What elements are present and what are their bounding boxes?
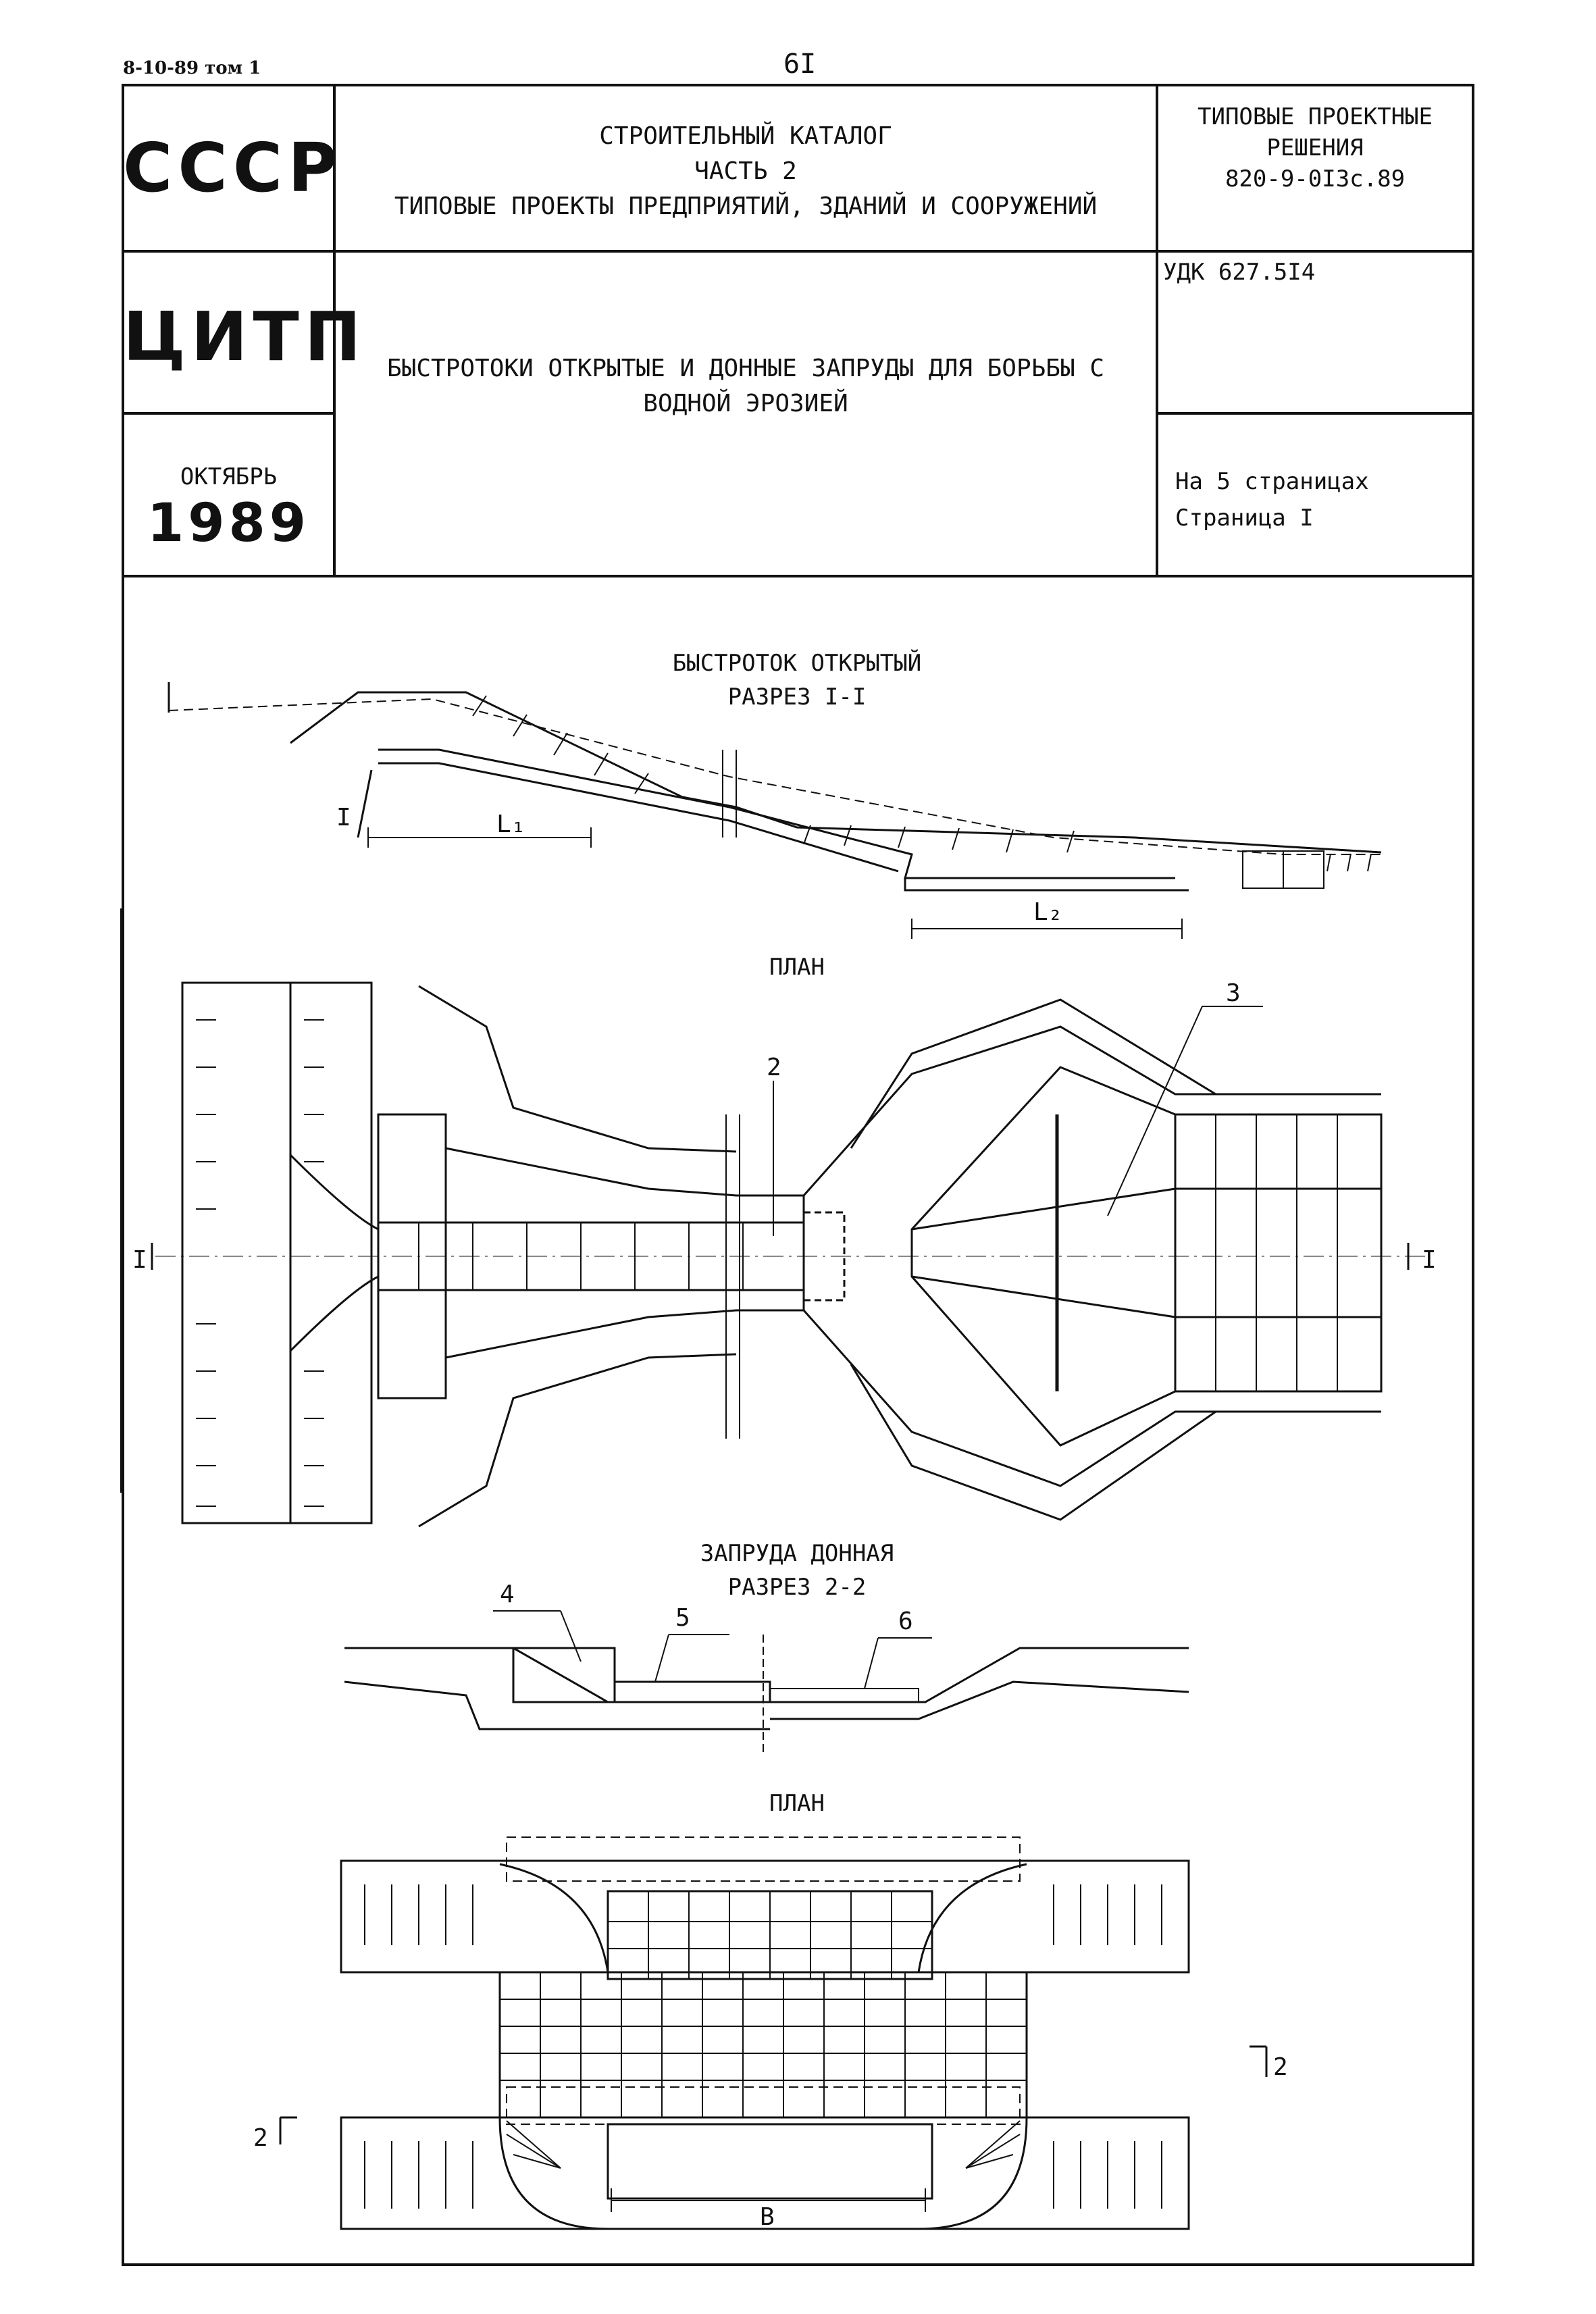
type-line-2: РЕШЕНИЯ	[1266, 134, 1364, 161]
org-ussr: СССР	[123, 128, 343, 207]
catalog-line-1: СТРОИТЕЛЬНЫЙ КАТАЛОГ	[599, 122, 892, 150]
section-mark-2-left: 2	[253, 2124, 268, 2152]
page-current: Страница I	[1175, 505, 1314, 532]
callout-4: 4	[500, 1580, 515, 1608]
drawing2-title: ПЛАН	[769, 954, 825, 981]
drawing3-section: РАЗРЕЗ 2-2	[727, 1574, 867, 1601]
drawing1-title: БЫСТРОТОК ОТКРЫТЫЙ	[672, 650, 922, 677]
callout-3: 3	[1226, 979, 1241, 1007]
document-title-line-1: БЫСТРОТОКИ ОТКРЫТЫЕ И ДОННЫЕ ЗАПРУДЫ ДЛЯ…	[386, 355, 1105, 382]
page-number: 6I	[783, 49, 817, 80]
drawing4-title: ПЛАН	[769, 1790, 825, 1817]
type-code: 820-9-0I3с.89	[1225, 165, 1406, 192]
dimension-b: В	[760, 2203, 775, 2231]
section-mark-2-right: 2	[1273, 2053, 1288, 2081]
volume-reference: 8-10-89 том 1	[123, 58, 261, 78]
section-mark-i: I	[336, 804, 351, 831]
section-2-2-drawing	[344, 1610, 1189, 1756]
callout-2: 2	[767, 1054, 781, 1081]
document-title: БЫСТРОТОКИ ОТКРЫТЫЕ И ДОННЫЕ ЗАПРУДЫ ДЛЯ…	[334, 351, 1157, 421]
section-1-1-drawing	[168, 682, 1382, 939]
pages-total: На 5 страницах	[1175, 468, 1369, 495]
plan-1-drawing	[120, 908, 1425, 1528]
catalog-line-2: ЧАСТЬ 2	[694, 157, 797, 185]
dimension-l1: L₁	[496, 811, 526, 838]
catalog-line-3: ТИПОВЫЕ ПРОЕКТЫ ПРЕДПРИЯТИЙ, ЗДАНИЙ И СО…	[394, 192, 1098, 220]
document-title-line-2: ВОДНОЙ ЭРОЗИЕЙ	[643, 390, 848, 417]
issue-year: 1989	[147, 493, 311, 554]
dimension-l2: L₂	[1033, 898, 1063, 926]
issue-month: ОКТЯБРЬ	[180, 463, 278, 490]
drawing3-title: ЗАПРУДА ДОННАЯ	[700, 1540, 894, 1567]
type-block: ТИПОВЫЕ ПРОЕКТНЫЕ РЕШЕНИЯ 820-9-0I3с.89	[1157, 101, 1473, 195]
plan-2-drawing	[279, 1836, 1268, 2230]
type-line-1: ТИПОВЫЕ ПРОЕКТНЫЕ	[1198, 103, 1433, 130]
callout-5: 5	[675, 1604, 690, 1632]
org-citp: ЦИТП	[123, 297, 367, 376]
udk-code: УДК 627.5I4	[1163, 259, 1316, 286]
section-mark-right: I	[1422, 1246, 1437, 1274]
drawing1-section: РАЗРЕЗ I-I	[727, 684, 867, 711]
catalog-heading: СТРОИТЕЛЬНЫЙ КАТАЛОГ ЧАСТЬ 2 ТИПОВЫЕ ПРО…	[334, 119, 1157, 224]
callout-6: 6	[898, 1608, 913, 1635]
section-mark-left: I	[132, 1246, 147, 1274]
